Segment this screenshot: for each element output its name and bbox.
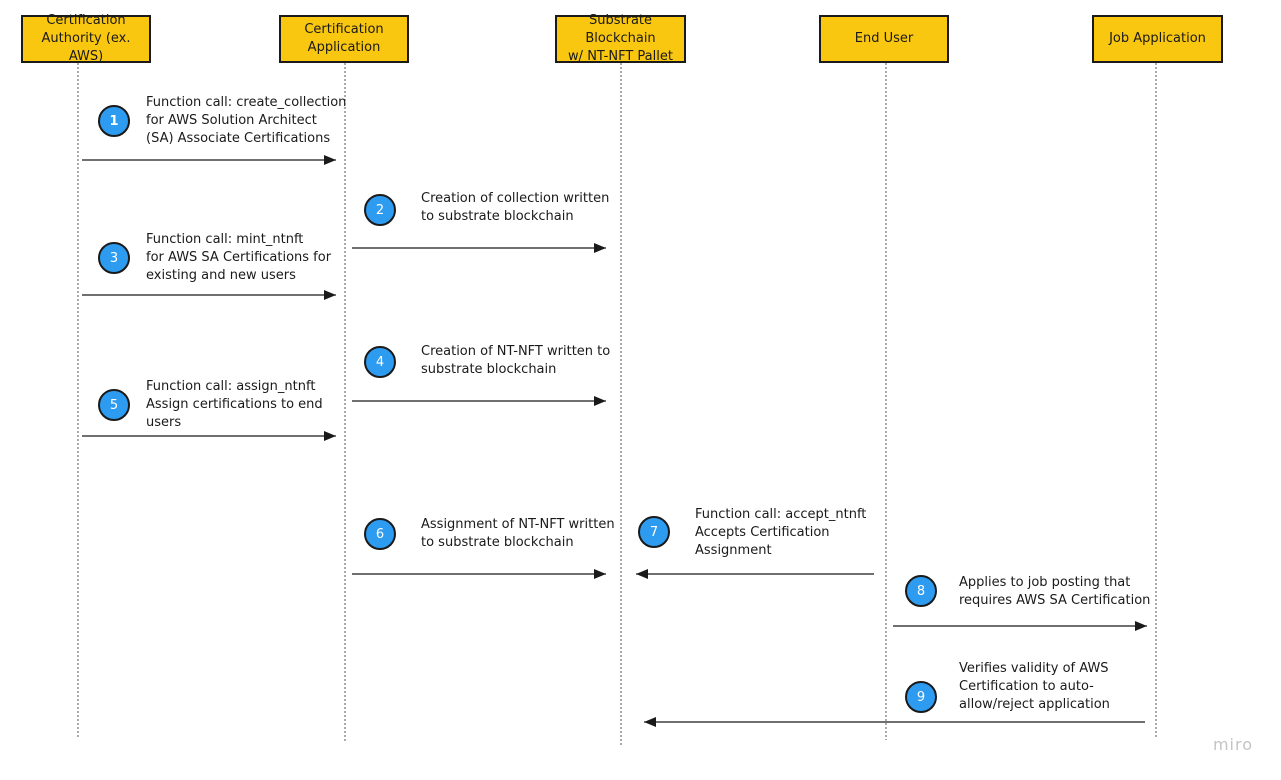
step-label-2: Creation of collection written to substr…: [421, 191, 610, 224]
step-badge-3: 3: [98, 242, 130, 274]
step-label-3: Function call: mint_ntnft for AWS SA Cer…: [146, 232, 332, 283]
step-label-6: Assignment of NT-NFT written to substrat…: [421, 517, 615, 550]
actor-certification-authority[interactable]: Certification Authority (ex. AWS): [21, 13, 151, 64]
step-badge-6: 6: [364, 518, 396, 550]
step-label-8: Applies to job posting that requires AWS…: [959, 575, 1151, 608]
actor-certification-application[interactable]: Certification Application: [279, 15, 409, 63]
step-badge-9: 9: [905, 681, 937, 713]
step-label-4: Creation of NT-NFT written to substrate …: [421, 344, 611, 377]
step-label-1: Function call: create_collection for AWS…: [146, 95, 347, 146]
miro-watermark-logo: miro: [1212, 735, 1253, 754]
step-label-9: Verifies validity of AWS Certification t…: [959, 661, 1110, 712]
actor-job-application[interactable]: Job Application: [1092, 15, 1223, 63]
step-badge-4: 4: [364, 346, 396, 378]
step-badge-1: 1: [98, 105, 130, 137]
actor-substrate-blockchain[interactable]: Substrate Blockchain w/ NT-NFT Pallet: [555, 13, 686, 64]
step-label-5: Function call: assign_ntnft Assign certi…: [146, 379, 323, 430]
step-badge-8: 8: [905, 575, 937, 607]
actor-end-user[interactable]: End User: [819, 15, 949, 63]
step-badge-2: 2: [364, 194, 396, 226]
step-label-7: Function call: accept_ntnft Accepts Cert…: [695, 507, 867, 558]
step-badge-7: 7: [638, 516, 670, 548]
step-badge-5: 5: [98, 389, 130, 421]
